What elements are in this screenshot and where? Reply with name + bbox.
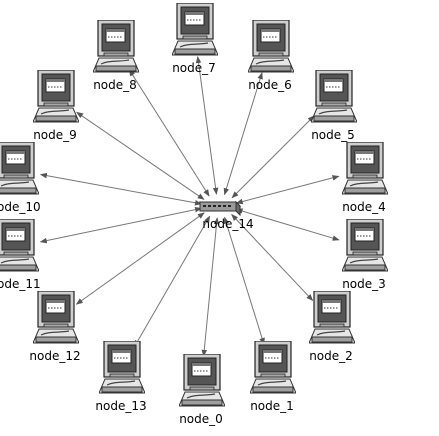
node-label: node_10 [0,200,41,214]
workstation-icon [342,219,388,272]
network-hub-icon [198,200,242,217]
workstation-icon [248,20,294,73]
edge-node-14-node-11 [39,206,203,244]
diagram-node-node-7[interactable]: node_7 [164,3,224,81]
workstation-icon [93,20,139,73]
workstation-icon [0,219,39,272]
workstation-icon [33,291,79,344]
workstation-icon [99,341,145,394]
edge-node-14-node-6 [223,72,263,196]
workstation-icon [179,354,225,407]
workstation-icon [33,70,79,123]
diagram-node-node-11[interactable]: node_11 [0,219,45,297]
node-label: node_3 [342,277,386,291]
diagram-node-node-5[interactable]: node_5 [303,70,363,148]
hub-node[interactable]: node_14 [196,196,254,231]
diagram-node-node-8[interactable]: node_8 [85,20,145,98]
diagram-node-node-13[interactable]: node_13 [91,341,151,419]
workstation-icon [250,341,296,394]
workstation-icon [0,142,39,195]
edge-node-14-node-13 [133,215,211,348]
hub-label: node_14 [202,217,254,231]
node-label: node_2 [309,349,353,363]
diagram-node-node-9[interactable]: node_9 [25,70,85,148]
node-label: node_13 [95,399,147,413]
edge-node-14-node-1 [223,216,265,345]
workstation-icon [309,291,355,344]
node-label: node_11 [0,277,41,291]
workstation-icon [172,3,218,56]
diagram-node-node-12[interactable]: node_12 [25,291,85,369]
workstation-icon [342,142,388,195]
edge-node-14-node-0 [201,217,220,357]
node-label: node_4 [342,200,386,214]
node-label: node_0 [179,412,223,426]
node-label: node_7 [172,61,216,75]
diagram-node-node-1[interactable]: node_1 [242,341,302,419]
edge-node-14-node-9 [76,111,205,200]
node-label: node_1 [250,399,294,413]
diagram-node-node-2[interactable]: node_2 [301,291,361,369]
diagram-node-node-4[interactable]: node_4 [334,142,394,220]
node-label: node_9 [33,128,77,142]
diagram-node-node-6[interactable]: node_6 [240,20,300,98]
workstation-icon [311,70,357,123]
node-label: node_5 [311,128,355,142]
edge-node-14-node-3 [235,208,340,241]
node-label: node_6 [248,78,292,92]
node-label: node_12 [29,349,81,363]
node-label: node_8 [93,78,137,92]
diagram-node-node-10[interactable]: node_10 [0,142,45,220]
edge-node-14-node-10 [39,172,202,206]
diagram-node-node-0[interactable]: node_0 [171,354,231,432]
diagram-node-node-3[interactable]: node_3 [334,219,394,297]
